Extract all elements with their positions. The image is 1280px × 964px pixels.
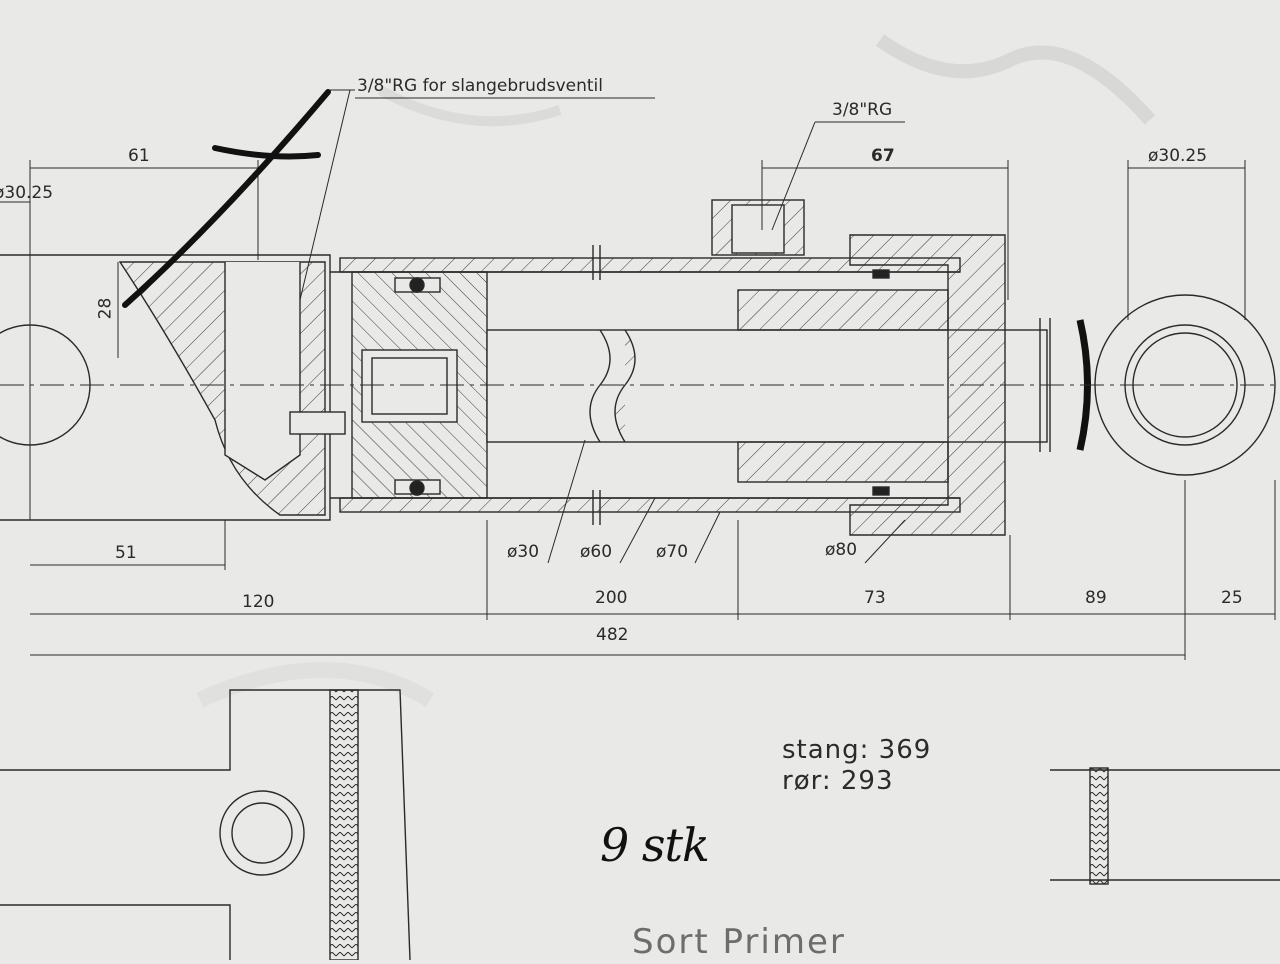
dim-dia-pin-left: ø30.25 [0, 183, 54, 203]
lower-detail-views [0, 689, 1280, 961]
dim-25: 25 [1221, 588, 1243, 608]
paper-texture [196, 34, 1156, 708]
note-quantity-handwritten: 9 stk [600, 818, 710, 872]
callout-port-breakvalve: 3/8"RG for slangebrudsventil [357, 76, 603, 96]
weld-boss [219, 790, 305, 876]
dim-dia-30: ø30 [507, 542, 540, 562]
dim-89: 89 [1085, 588, 1107, 608]
dimension-lines [0, 89, 1276, 660]
note-finish: Sort Primer [632, 922, 846, 962]
dim-51: 51 [115, 543, 137, 563]
weld-seam-left [329, 689, 359, 961]
dim-dia-80: ø80 [825, 540, 858, 560]
dim-28: 28 [95, 297, 116, 320]
cylinder-section [0, 199, 1280, 536]
gland [737, 289, 949, 331]
dim-67: 67 [871, 146, 895, 166]
dim-73: 73 [864, 588, 886, 608]
dim-61: 61 [128, 146, 150, 166]
dim-120: 120 [242, 592, 275, 612]
handwritten-x-mark [122, 89, 331, 308]
callout-port-right: 3/8"RG [832, 100, 893, 120]
note-stang: stang: 369 [782, 735, 932, 765]
end-cap [849, 234, 1006, 536]
left-clevis [0, 254, 331, 521]
note-ror: rør: 293 [782, 766, 894, 796]
dim-dia-70: ø70 [656, 542, 689, 562]
dim-dia-pin-right: ø30.25 [1148, 146, 1208, 166]
dim-dia-60: ø60 [580, 542, 613, 562]
weld-seam-right [1089, 767, 1109, 885]
dim-482: 482 [596, 625, 629, 645]
dim-200: 200 [595, 588, 628, 608]
